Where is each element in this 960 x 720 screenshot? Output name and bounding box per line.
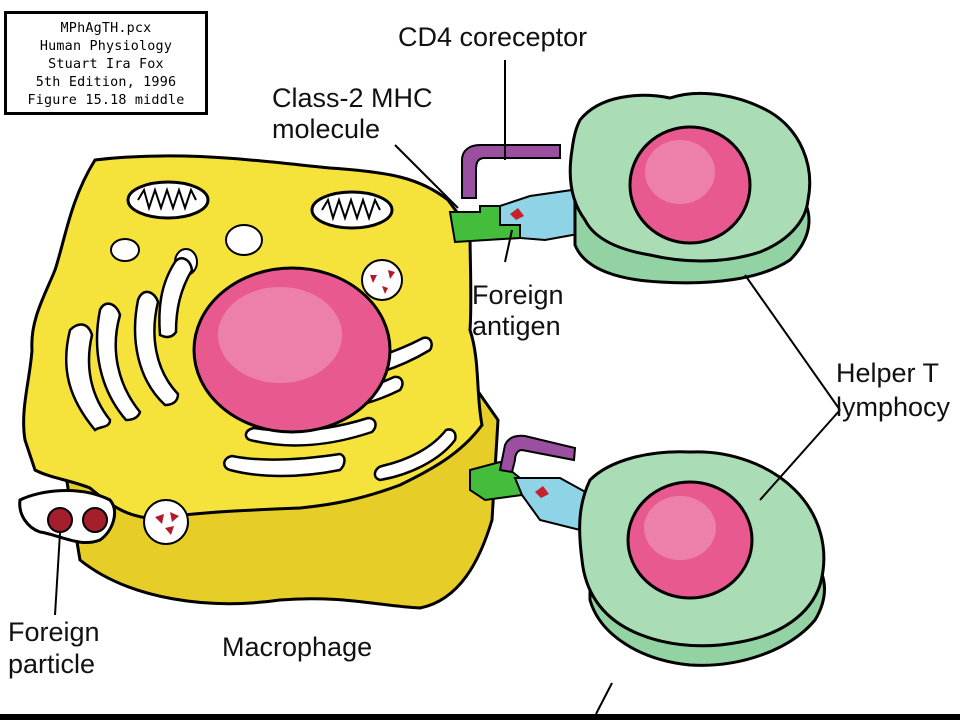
macrophage-nucleus (192, 266, 392, 434)
label-foreign-particle-1: Foreign (8, 617, 100, 647)
helper-t-lymphocyte-upper (568, 91, 812, 285)
label-foreign-particle-2: particle (8, 649, 96, 679)
credit-line-figure: Figure 15.18 middle (27, 93, 185, 108)
label-foreign-antigen-2: antigen (472, 311, 561, 341)
lysosome-upper (361, 259, 403, 301)
label-lymphocyte: lymphocy (836, 392, 951, 422)
label-class2-mhc: Class-2 MHC (272, 83, 433, 113)
bottom-edge-bar (0, 714, 960, 720)
mitochondrion-left (126, 180, 210, 220)
helper-t-lymphocyte-lower (578, 450, 826, 667)
credit-line-edition: 5th Edition, 1996 (35, 75, 177, 90)
label-cd4-coreceptor: CD4 coreceptor (398, 22, 588, 52)
vesicle (225, 224, 263, 256)
label-helper-t: Helper T (836, 358, 940, 388)
foreign-particle (82, 507, 108, 533)
credit-line-title: Human Physiology (39, 39, 173, 54)
credit-line-filename: MPhAgTH.pcx (60, 21, 152, 36)
leader-lines (54, 60, 841, 714)
figure-credit-box: MPhAgTH.pcx Human Physiology Stuart Ira … (4, 11, 208, 115)
mitochondrion-right (310, 190, 394, 230)
label-molecule: molecule (272, 114, 381, 144)
lysosome-lower (143, 499, 189, 545)
vesicle (110, 238, 140, 262)
credit-line-author: Stuart Ira Fox (48, 57, 164, 72)
foreign-particle (47, 507, 73, 533)
label-foreign-antigen-1: Foreign (472, 280, 564, 310)
label-macrophage: Macrophage (222, 632, 373, 662)
